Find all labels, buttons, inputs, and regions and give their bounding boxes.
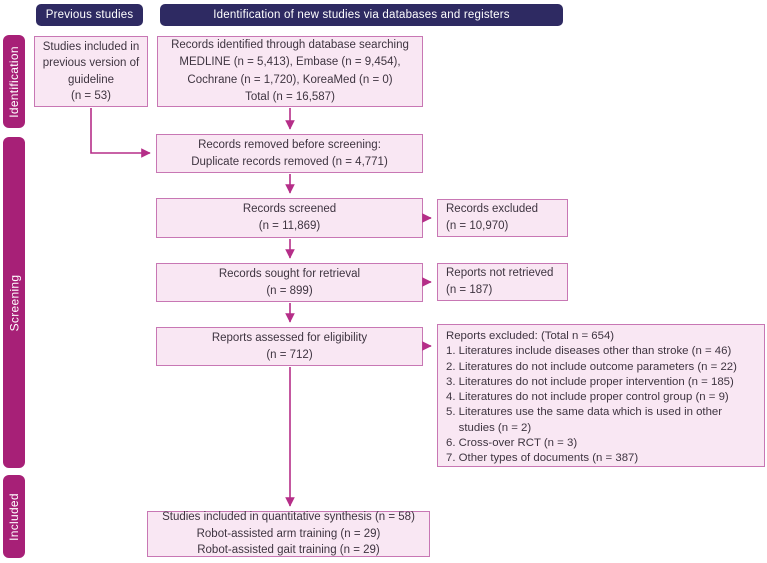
box-records-sought: Records sought for retrieval (n = 899) [156,263,423,302]
stage-identification-label: Identification [7,45,22,118]
arrow-previous-to-removed [90,108,151,158]
header-previous-studies: Previous studies [36,4,143,26]
header-new-studies: Identification of new studies via databa… [160,4,563,26]
box-reports-assessed: Reports assessed for eligibility (n = 71… [156,327,423,366]
box-records-removed: Records removed before screening: Duplic… [156,134,423,173]
box-reports-not-retrieved: Reports not retrieved (n = 187) [437,263,568,301]
stage-included-label: Included [7,492,21,541]
box-records-screened: Records screened (n = 11,869) [156,198,423,238]
stage-included: Included [3,475,25,558]
stage-screening: Screening [3,137,25,468]
box-reports-excluded: Reports excluded: (Total n = 654) 1. Lit… [437,324,765,467]
stage-identification: Identification [3,35,25,128]
box-records-identified: Records identified through database sear… [157,36,423,107]
stage-screening-label: Screening [7,274,21,331]
box-previous-guideline: Studies included in previous version of … [34,36,148,107]
box-records-excluded: Records excluded (n = 10,970) [437,199,568,237]
box-studies-included: Studies included in quantitative synthes… [147,511,430,557]
